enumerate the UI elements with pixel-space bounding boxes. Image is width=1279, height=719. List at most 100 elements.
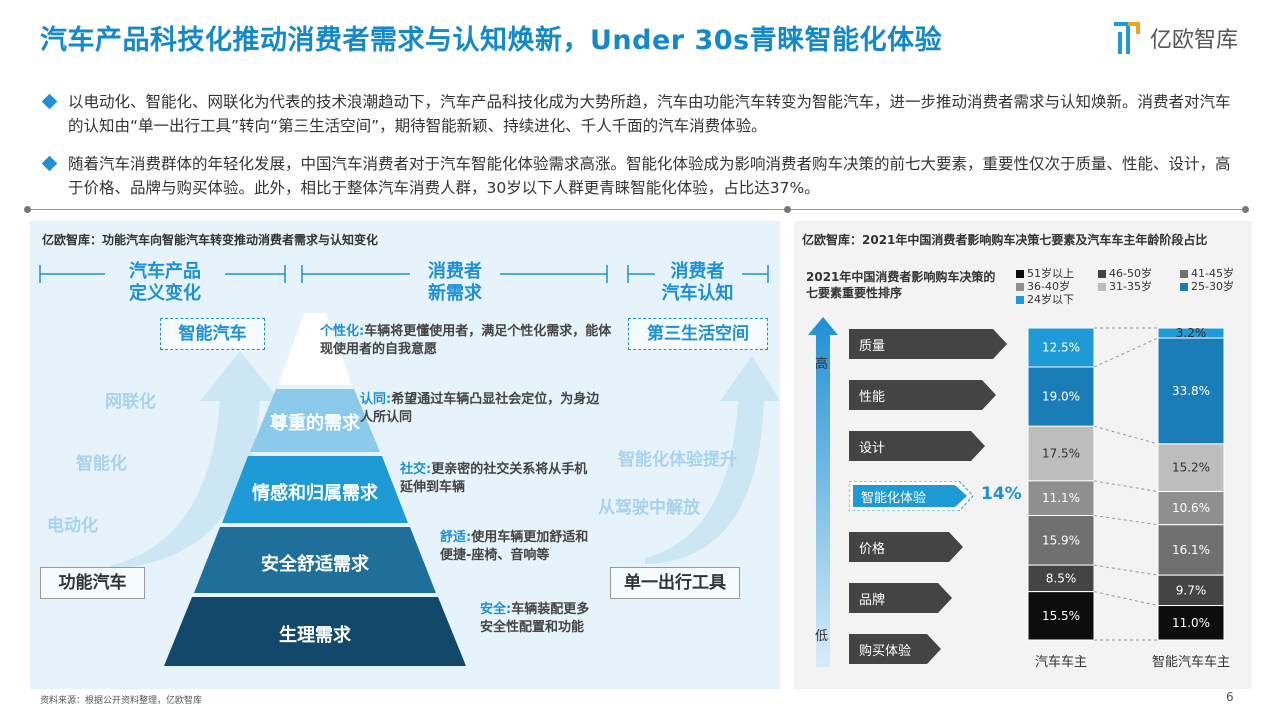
yiou-logo-icon xyxy=(1114,22,1140,54)
bullet-1: 以电动化、智能化、网联化为代表的技术浪潮趋动下，汽车产品科技化成为大势所趋，汽车… xyxy=(41,90,1244,138)
factor-label: 性能 xyxy=(859,389,886,405)
right-panel: 亿欧智库：2021年中国消费者影响购车决策七要素及汽车车主年龄阶段占比 2021… xyxy=(794,221,1252,689)
factor-arrow-shape xyxy=(849,532,963,563)
divider-dot xyxy=(1242,206,1249,213)
factor-label: 设计 xyxy=(859,440,886,456)
left-panel-title: 亿欧智库：功能汽车向智能汽车转变推动消费者需求与认知变化 xyxy=(42,233,379,247)
third-living-space-box: 第三生活空间 xyxy=(628,318,768,350)
pyramid-label-safety: 安全舒适需求 xyxy=(261,554,369,575)
pyramid-tier-3 xyxy=(222,456,408,523)
factor-arrow-shape xyxy=(849,379,996,410)
legend-item: 36-40岁 xyxy=(1016,278,1070,294)
factor-item-highlight: 智能化体验 14% xyxy=(848,480,1022,515)
factor-label: 质量 xyxy=(859,339,886,354)
factor-arrow-shape xyxy=(849,430,985,461)
age-stacked-bar-chart: 12.5% 19.0% 17.5% 11.1% 15.9% 8.5% 15.5% 汽车车主 3.… xyxy=(1027,326,1230,670)
pyramid-tier-5 xyxy=(164,597,466,666)
factor-arrow-shape xyxy=(848,480,974,512)
bar-value-label: 12.5% xyxy=(1042,341,1080,355)
factor-item: 质量 xyxy=(849,329,1009,363)
pyramid-label-self-actualization: 自我实现 xyxy=(298,343,331,382)
bar-value-label: 8.5% xyxy=(1046,571,1077,585)
legend-swatch xyxy=(1098,283,1106,291)
legend-swatch xyxy=(1180,283,1188,291)
bar-value-label: 17.5% xyxy=(1042,447,1080,461)
legend-swatch xyxy=(1016,296,1024,304)
axis-label-high: 高 xyxy=(815,357,829,372)
smart-car-box: 智能汽车 xyxy=(160,318,265,350)
annotation-safety: 安全:车辆装配更多安全性配置和功能 xyxy=(480,602,590,635)
pyramid-label-physiological: 生理需求 xyxy=(279,625,351,646)
highlight-percent: 14% xyxy=(981,484,1022,505)
axis-label-low: 低 xyxy=(815,629,829,644)
right-panel-title: 亿欧智库：2021年中国消费者影响购车决策七要素及汽车车主年龄阶段占比 xyxy=(802,233,1208,247)
bar-value-label: 15.5% xyxy=(1042,609,1080,623)
pyramid-tier-1 xyxy=(278,313,352,385)
segment-connector-line xyxy=(1093,425,1159,445)
legend-item: 46-50岁 xyxy=(1098,265,1152,281)
bar-segment xyxy=(1027,366,1095,427)
bar-value-label: 9.7% xyxy=(1176,583,1207,597)
segment-connector-line xyxy=(1093,591,1159,607)
segment-connector-line xyxy=(1093,564,1159,576)
divider-dot xyxy=(784,206,791,213)
factor-label: 价格 xyxy=(859,542,886,558)
factor-arrow-shape xyxy=(849,329,1007,359)
bar-value-label: 19.0% xyxy=(1042,390,1080,404)
bar-value-label: 15.2% xyxy=(1172,461,1210,475)
bar-segment xyxy=(1027,515,1095,566)
bar-segment xyxy=(1027,591,1095,641)
segment-connector-line xyxy=(1093,480,1159,493)
column-head-demand: 消费者新需求 xyxy=(428,261,482,304)
bar-value-label: 3.2% xyxy=(1176,326,1207,340)
bar-segment xyxy=(1157,337,1225,445)
bar-value-label: 10.6% xyxy=(1172,501,1210,515)
legend-item: 25-30岁 xyxy=(1180,278,1234,294)
bar-segment xyxy=(1027,327,1095,368)
column-head-cognition: 消费者汽车认知 xyxy=(661,261,734,304)
logo-text: 亿欧智库 xyxy=(1150,28,1239,53)
source-note: 资料来源：根据公开资料整理，亿欧智库 xyxy=(40,696,203,706)
bar-value-label: 15.9% xyxy=(1042,533,1080,547)
bar-value-label: 33.8% xyxy=(1172,384,1210,398)
annotation-social: 社交:更亲密的社交关系将从手机延伸到车辆 xyxy=(400,462,588,495)
annotation-recognition: 认同:希望通过车辆凸显社会定位，为身边人所认同 xyxy=(360,392,600,425)
annotation-comfort: 舒适:使用车辆更加舒适和便捷-座椅、音响等 xyxy=(440,530,589,563)
page-title: 汽车产品科技化推动消费者需求与认知焕新，Under 30s青睐智能化体验 xyxy=(40,25,943,56)
factor-label: 智能化体验 xyxy=(861,491,927,507)
legend-swatch xyxy=(1098,270,1106,278)
legend-item: 31-35岁 xyxy=(1098,278,1152,294)
category-label: 汽车车主 xyxy=(1035,654,1087,670)
right-word-smart-upgrade: 智能化体验提升 xyxy=(618,450,737,470)
legend-item: 51岁以上 xyxy=(1016,265,1074,281)
left-word-electric: 电动化 xyxy=(47,516,98,536)
factor-label: 购买体验 xyxy=(859,643,912,659)
left-growth-arrow xyxy=(110,351,280,569)
factor-item: 性能 xyxy=(849,379,998,414)
bar-value-label: 11.1% xyxy=(1042,491,1080,505)
divider xyxy=(26,209,1248,210)
category-label: 智能汽车车主 xyxy=(1152,654,1230,670)
pyramid-tier-2 xyxy=(250,389,380,452)
legend-swatch xyxy=(1016,283,1024,291)
function-car-box: 功能汽车 xyxy=(40,567,145,599)
pyramid-label-esteem: 尊重的需求 xyxy=(270,413,360,434)
bar-segment xyxy=(1157,443,1225,493)
bar-value-label: 16.1% xyxy=(1172,543,1210,557)
segment-connector-line xyxy=(1093,515,1159,526)
factor-item: 品牌 xyxy=(849,583,954,617)
bullet-2: 随着汽车消费群体的年轻化发展，中国汽车消费者对于汽车智能化体验需求高涨。智能化体… xyxy=(41,152,1244,200)
pyramid-tier-4 xyxy=(194,527,436,593)
factor-item: 设计 xyxy=(849,430,987,465)
importance-axis-arrow xyxy=(808,317,838,667)
segment-connector-line xyxy=(1093,337,1159,368)
factor-item: 购买体验 xyxy=(849,633,943,668)
bar-segment xyxy=(1027,480,1095,517)
bar-segment xyxy=(1027,425,1095,482)
legend-item: 41-45岁 xyxy=(1180,265,1234,281)
legend-item: 24岁以下 xyxy=(1016,291,1074,307)
right-word-driving-free: 从驾驶中解放 xyxy=(598,498,700,518)
factor-item: 价格 xyxy=(849,532,965,566)
pyramid-label-belonging: 情感和归属需求 xyxy=(252,483,378,504)
factor-arrow-shape xyxy=(849,633,941,664)
